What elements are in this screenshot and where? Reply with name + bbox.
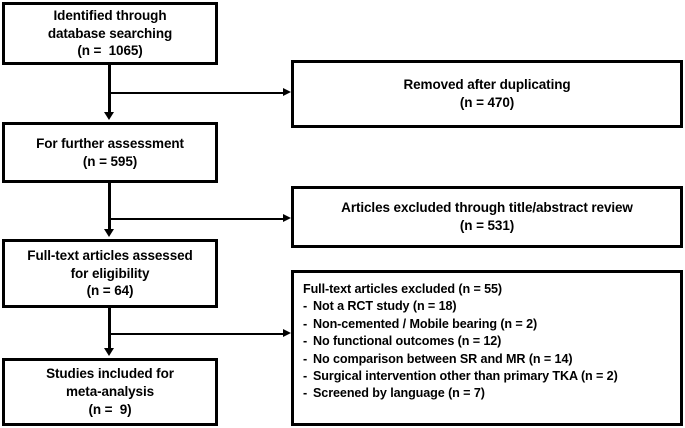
connector-identified-to-assessment (108, 65, 111, 116)
list-item-label: Screened by language (n = 7) (313, 386, 485, 401)
box-for-further-assessment: For further assessment (n = 595) (2, 122, 218, 183)
box-included-line-1: Studies included for (46, 366, 174, 382)
bullet-dash-icon: - (303, 299, 308, 314)
bullet-dash-icon: - (303, 351, 308, 366)
box-included-line-2: meta-analysis (66, 384, 154, 400)
excluded-reasons-list: -Not a RCT study (n = 18) -Non-cemented … (303, 298, 618, 402)
list-item-label: Surgical intervention other than primary… (313, 368, 618, 383)
box-fulltext-line-1: Full-text articles assessed (27, 247, 193, 263)
bullet-dash-icon: - (303, 334, 308, 349)
list-item: -No comparison between SR and MR (n = 14… (303, 351, 618, 368)
box-removed-line-1: Removed after duplicating (403, 77, 571, 93)
arrow-right-icon-stage-1 (283, 88, 291, 96)
bullet-dash-icon: - (303, 316, 308, 331)
box-assessment-line-1: For further assessment (36, 135, 184, 151)
box-identified-line-1: Identified through (53, 7, 167, 23)
excluded-reasons-heading: Full-text articles excluded (n = 55) (303, 282, 503, 296)
list-item-label: Non-cemented / Mobile bearing (n = 2) (313, 316, 538, 331)
box-fulltext-articles-assessed: Full-text articles assessed for eligibil… (2, 239, 218, 308)
list-item-label: Not a RCT study (n = 18) (313, 299, 457, 314)
box-fulltext-articles-excluded-reasons: Full-text articles excluded (n = 55) -No… (291, 270, 683, 426)
list-item: -No functional outcomes (n = 12) (303, 333, 618, 350)
box-identified-count: (n = 1065) (77, 43, 143, 59)
box-articles-excluded-title-abstract: Articles excluded through title/abstract… (291, 186, 683, 248)
arrow-right-icon-stage-2 (283, 214, 291, 222)
list-item-label: No functional outcomes (n = 12) (313, 334, 502, 349)
bullet-dash-icon: - (303, 386, 308, 401)
box-included-count: (n = 9) (88, 401, 132, 417)
list-item: -Screened by language (n = 7) (303, 385, 618, 402)
box-identified-line-2: database searching (47, 25, 173, 41)
list-item: -Non-cemented / Mobile bearing (n = 2) (303, 316, 618, 333)
box-fulltext-line-2: for eligibility (70, 265, 150, 281)
box-removed-after-duplicating: Removed after duplicating (n = 470) (291, 60, 683, 128)
arrow-down-icon-stage-2 (104, 229, 114, 237)
list-item: -Not a RCT study (n = 18) (303, 298, 618, 315)
connector-identified-to-removed (109, 92, 285, 94)
connector-assessment-to-excluded-title (109, 218, 285, 220)
connector-fulltext-to-excluded-reasons (109, 333, 285, 335)
box-fulltext-count: (n = 64) (86, 283, 134, 299)
bullet-dash-icon: - (303, 368, 308, 383)
connector-assessment-to-fulltext (108, 183, 111, 233)
arrow-down-icon-stage-3 (104, 348, 114, 356)
box-removed-count: (n = 470) (459, 95, 515, 110)
box-studies-included-meta-analysis: Studies included for meta-analysis (n = … (2, 358, 218, 426)
connector-fulltext-to-included (108, 308, 111, 352)
arrow-down-icon-stage-1 (104, 112, 114, 120)
list-item: -Surgical intervention other than primar… (303, 368, 618, 385)
box-assessment-count: (n = 595) (82, 153, 138, 169)
arrow-right-icon-stage-3 (283, 329, 291, 337)
box-excluded-title-count: (n = 531) (459, 218, 515, 233)
list-item-label: No comparison between SR and MR (n = 14) (313, 351, 573, 366)
box-identified-through-database-searching: Identified through database searching (n… (2, 2, 218, 65)
box-excluded-title-line-1: Articles excluded through title/abstract… (341, 200, 633, 216)
